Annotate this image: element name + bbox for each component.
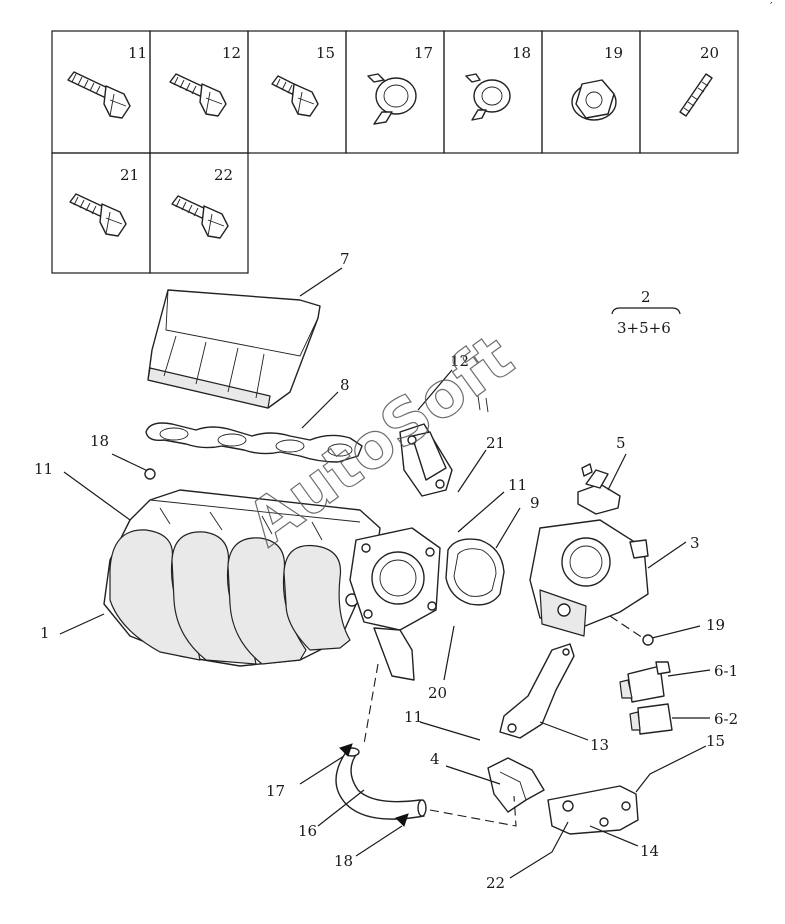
fastener-cell-15: 15: [247, 30, 347, 154]
fastener-label: 15: [316, 44, 335, 62]
fastener-label: 11: [128, 44, 147, 62]
callout-label: 8: [340, 376, 350, 394]
flange-nut-icon: [571, 79, 617, 121]
callout-label: 16: [298, 822, 317, 840]
callout-label: 19: [706, 616, 725, 634]
callout-label: 6-2: [714, 710, 738, 728]
arrow-marker: [395, 813, 409, 827]
assembly-guide: [609, 615, 647, 641]
hose-clamp-icon: [367, 73, 417, 125]
callout-label: 5: [616, 434, 626, 452]
callout-label: 9: [530, 494, 540, 512]
callout-labels: 7 8 18 11 1 12 21 11 9 5 3 19 6-1 6-2 20…: [34, 250, 738, 892]
callout-label: 4: [430, 750, 440, 768]
hex-bolt-icon: [169, 73, 227, 117]
callout-label: 1: [40, 624, 50, 642]
part-valve-4: [487, 757, 545, 813]
assembly-note-top: 2: [641, 288, 651, 306]
callout-label: 20: [428, 684, 447, 702]
fastener-label: 17: [414, 44, 433, 62]
fastener-cell-21: 21: [51, 152, 151, 274]
long-hex-bolt-icon: [67, 71, 131, 119]
callout-leaders: [59, 267, 711, 879]
part-manifold-gasket: [145, 422, 363, 463]
callout-label: 21: [486, 434, 505, 452]
callout-label: 15: [706, 732, 725, 750]
fastener-cell-20: 20: [639, 30, 739, 154]
part-bracket-14: [547, 785, 639, 835]
part-sensor: [577, 463, 621, 515]
callout-label: 6-1: [714, 662, 738, 680]
part-hose-16: [335, 747, 427, 820]
callout-label: 13: [590, 736, 609, 754]
fastener-cell-19: 19: [541, 30, 641, 154]
fastener-cell-22: 22: [149, 152, 249, 274]
part-intake-manifold: [103, 489, 381, 667]
small-hose-clamp-icon: [465, 73, 511, 121]
assembly-note: 2 3+5+6: [611, 288, 681, 337]
corner-mark: ′: [770, 0, 773, 13]
assembly-note-bottom: 3+5+6: [617, 319, 671, 337]
callout-label: 14: [640, 842, 659, 860]
fastener-cell-18: 18: [443, 30, 543, 154]
part-sensor-6-2: [629, 703, 673, 735]
fastener-cell-11: 11: [51, 30, 151, 154]
fastener-label: 12: [222, 44, 241, 62]
callout-label: 7: [340, 250, 350, 268]
part-engine-cover: [147, 289, 321, 409]
part-throttle-flange: [349, 527, 441, 681]
part-throttle-body: [529, 519, 649, 637]
callout-label: 22: [486, 874, 505, 892]
arrow-marker: [339, 743, 353, 757]
short-hex-bolt-icon: [271, 75, 319, 117]
hex-bolt-icon: [69, 193, 127, 237]
callout-label: 18: [334, 852, 353, 870]
fastener-label: 20: [700, 44, 719, 62]
assembly-guide: [429, 795, 517, 827]
callout-label: 11: [404, 708, 423, 726]
assembly-guide: [363, 663, 379, 745]
part-throttle-gasket: [445, 538, 505, 606]
callout-label: 12: [450, 352, 469, 370]
fastener-cell-12: 12: [149, 30, 249, 154]
callout-label: 17: [266, 782, 285, 800]
fastener-label: 22: [214, 166, 233, 184]
callout-label: 18: [90, 432, 109, 450]
callout-label: 3: [690, 534, 700, 552]
fastener-label: 21: [120, 166, 139, 184]
fastener-label: 18: [512, 44, 531, 62]
fastener-cell-17: 17: [345, 30, 445, 154]
part-sensor-6-1: [619, 661, 671, 703]
fastener-table: 11 12 15: [51, 30, 739, 274]
hex-bolt-icon: [171, 195, 229, 239]
callout-label: 11: [508, 476, 527, 494]
callout-label: 11: [34, 460, 53, 478]
part-bracket-13: [499, 643, 575, 739]
stud-icon: [679, 73, 713, 117]
fastener-label: 19: [604, 44, 623, 62]
part-mounting-plate: [399, 395, 489, 497]
